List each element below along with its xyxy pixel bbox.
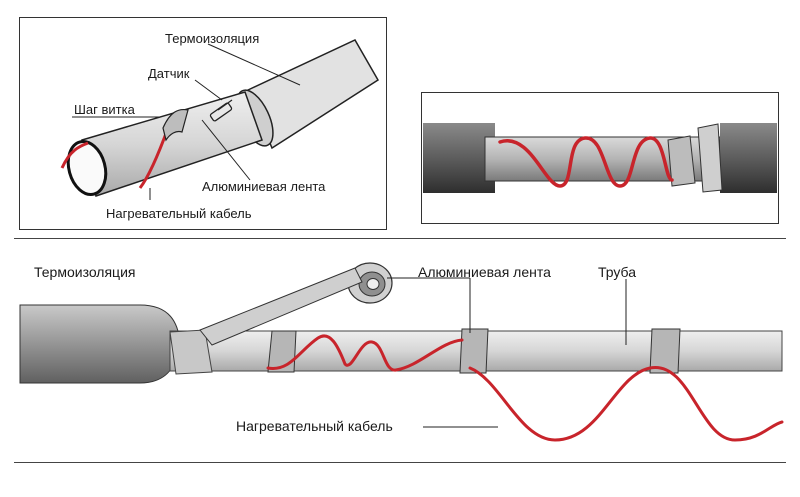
bottom-leaders [387, 277, 627, 428]
top-left-pipe [60, 39, 380, 197]
label-sensor: Датчик [148, 66, 190, 81]
label-insulation-top: Термоизоляция [165, 31, 260, 46]
label-insulation-bottom: Термоизоляция [34, 264, 136, 280]
top-right-pipe [423, 123, 777, 193]
label-coil-pitch: Шаг витка [74, 102, 135, 117]
label-pipe: Труба [598, 264, 637, 280]
label-aluminum-tape-top: Алюминиевая лента [202, 179, 326, 194]
bottom-pipe [19, 262, 784, 442]
label-aluminum-tape-bottom: Алюминиевая лента [418, 264, 551, 280]
divider-top [14, 238, 786, 239]
divider-bottom [14, 462, 786, 463]
label-heating-cable-bottom: Нагревательный кабель [236, 418, 393, 434]
tape-roll [199, 262, 393, 346]
top-left-leaders [72, 43, 301, 200]
label-heating-cable-top: Нагревательный кабель [106, 206, 252, 221]
